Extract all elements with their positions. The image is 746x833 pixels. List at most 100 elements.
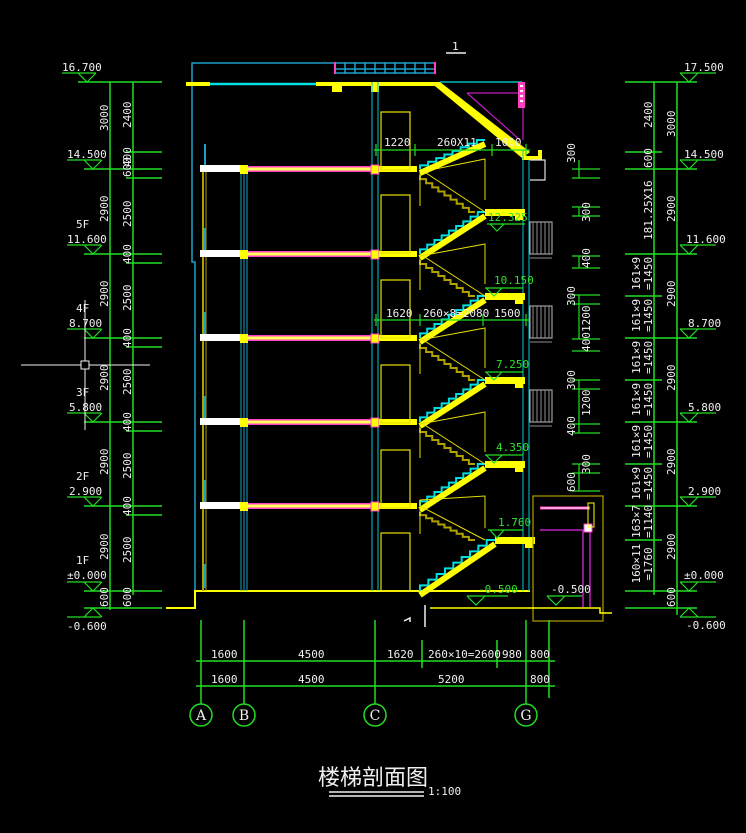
riser-label-3-1: =1450 xyxy=(642,383,655,416)
left-outer-dim-3: 2900 xyxy=(98,365,111,392)
top-flight-slab xyxy=(418,141,487,176)
left-elev-7: -0.600 xyxy=(67,620,107,633)
right-elev-1: 14.500 xyxy=(684,148,724,161)
drawing-scale: 1:100 xyxy=(428,785,461,798)
mid-landing-beam-1 xyxy=(515,461,523,472)
up-flight-1-nosing xyxy=(419,463,485,506)
slab-column-c xyxy=(370,417,380,428)
axis-bubble-B[interactable]: B xyxy=(232,703,256,727)
return-flight-outline-2 xyxy=(419,327,486,374)
slab-white xyxy=(200,334,244,341)
right-dimension-chain xyxy=(625,81,697,615)
right-window-dim-1: 300 xyxy=(580,202,593,222)
right-window-dim-9: 300 xyxy=(580,454,593,474)
stair-dim-top-0: 1220 xyxy=(384,136,411,149)
mid-landing-beam-4 xyxy=(515,209,523,220)
left-inner-dim-3: 2500 xyxy=(121,201,134,228)
slab-core xyxy=(244,167,372,171)
right-stair-riser-labels: 161×9=1450161×9=1450161×9=1450161×9=1450… xyxy=(630,257,655,584)
axis-bubbles: A B C G xyxy=(189,703,538,727)
return-flight-outline-3 xyxy=(419,243,486,290)
left-outer-dim-5: 2900 xyxy=(98,534,111,561)
return-flight-diag-3 xyxy=(419,253,486,297)
return-flight-diag-4 xyxy=(419,168,486,213)
right-inner-dim-0: 2400 xyxy=(642,102,655,129)
left-elev-2: 11.600 xyxy=(67,233,107,246)
riser-label-5-0: 161×9 xyxy=(630,467,643,500)
right-elev-6: ±0.000 xyxy=(684,569,724,582)
cad-crosshair-cursor[interactable] xyxy=(21,300,150,430)
left-inner-dim-10: 400 xyxy=(121,496,134,516)
right-outer-dim-1: 2900 xyxy=(665,196,678,223)
bottom-dim-r1-4: 980 xyxy=(502,648,522,661)
stair-dim-top-1: 260X11 xyxy=(437,136,477,149)
right-elev-3: 8.700 xyxy=(688,317,721,330)
landing-slab xyxy=(379,419,417,425)
left-elev-0: 16.700 xyxy=(62,61,102,74)
stair-internal-dims xyxy=(374,144,530,326)
return-flight-1 xyxy=(419,428,475,465)
left-inner-dim-4: 400 xyxy=(121,244,134,264)
slab-core xyxy=(244,420,372,424)
bottom-dim-r1-0: 1600 xyxy=(211,648,238,661)
landing-elev-5: -0.500 xyxy=(478,583,518,596)
bottom-dim-r1-3: 260×10=2600 xyxy=(428,648,501,661)
left-inner-dim-0: 2400 xyxy=(121,102,134,129)
left-floor-3: 4F xyxy=(76,302,89,315)
right-elev-0: 17.500 xyxy=(684,61,724,74)
stair-dim-mid-2: 1500 xyxy=(494,307,521,320)
landing-slab xyxy=(379,503,417,509)
axis-bubble-A[interactable]: A xyxy=(189,703,213,727)
slab-column-b xyxy=(240,418,248,427)
return-flight-diag-1 xyxy=(419,421,486,465)
riser-label-3-0: 161×9 xyxy=(630,383,643,416)
landing-slab xyxy=(379,251,417,257)
bottom-dim-r1-5: 800 xyxy=(530,648,550,661)
riser-label-1-1: =1450 xyxy=(642,299,655,332)
slab-column-c xyxy=(370,164,380,175)
up-flight-1-slab xyxy=(418,465,487,513)
slab-column-c xyxy=(370,333,380,344)
landing-elevations: 12.325 10.150 7.250 4.350 1.760 -0.500 -… xyxy=(466,211,591,606)
return-flight-outline-0 xyxy=(419,495,486,534)
right-labels: 17.500 14.500 11.600 8.700 5.800 2.900 ±… xyxy=(642,61,726,632)
axis-bubble-C[interactable]: C xyxy=(363,703,387,727)
slab-core xyxy=(244,504,372,508)
right-elev-2: 11.600 xyxy=(686,233,726,246)
landing-elev-2: 7.250 xyxy=(496,358,529,371)
right-window-dim-7: 1200 xyxy=(580,390,593,417)
left-inner-dim-6: 400 xyxy=(121,328,134,348)
return-flight-outline-1 xyxy=(419,411,486,458)
landing-elev-0: 12.325 xyxy=(488,211,528,224)
svg-text:1: 1 xyxy=(452,40,459,53)
left-outer-dim-6: 600 xyxy=(98,587,111,607)
right-window-dim-labels: 300 300 400 300 1200 400 300 1200 400 30… xyxy=(565,143,593,492)
right-elevation-markers xyxy=(679,72,716,618)
right-elev-4: 5.800 xyxy=(688,401,721,414)
up-flight-3-slab xyxy=(418,297,487,345)
left-floor-2: 5F xyxy=(76,218,89,231)
riser-label-0-0: 161×9 xyxy=(630,257,643,290)
axis-bubble-G[interactable]: G xyxy=(514,703,538,727)
landing-elev-6: -0.500 xyxy=(551,583,591,596)
svg-text:G: G xyxy=(520,708,531,724)
left-elev-4: 5.800 xyxy=(69,401,102,414)
left-outer-dim-4: 2900 xyxy=(98,449,111,476)
riser-label-1-0: 161×9 xyxy=(630,299,643,332)
svg-text:B: B xyxy=(239,708,249,724)
up-flight-0-nosing xyxy=(419,539,495,591)
right-inner-dim-2: 181.25X16 xyxy=(642,180,655,240)
right-outer-dim-0: 3000 xyxy=(665,111,678,138)
return-flight-outline-4 xyxy=(419,158,486,206)
return-flight-diag-2 xyxy=(419,337,486,381)
riser-label-0-1: =1450 xyxy=(642,257,655,290)
left-floor-6: 1F xyxy=(76,554,89,567)
riser-label-6-1: =1140 xyxy=(642,505,655,538)
left-outer-dim-1: 2900 xyxy=(98,196,111,223)
left-elev-1: 14.500 xyxy=(67,148,107,161)
mid-landing-beam-3 xyxy=(515,293,523,304)
riser-label-5-1: =1450 xyxy=(642,467,655,500)
left-floor-4: 3F xyxy=(76,386,89,399)
drawing-title-block: 楼梯剖面图 1:100 xyxy=(318,766,461,798)
